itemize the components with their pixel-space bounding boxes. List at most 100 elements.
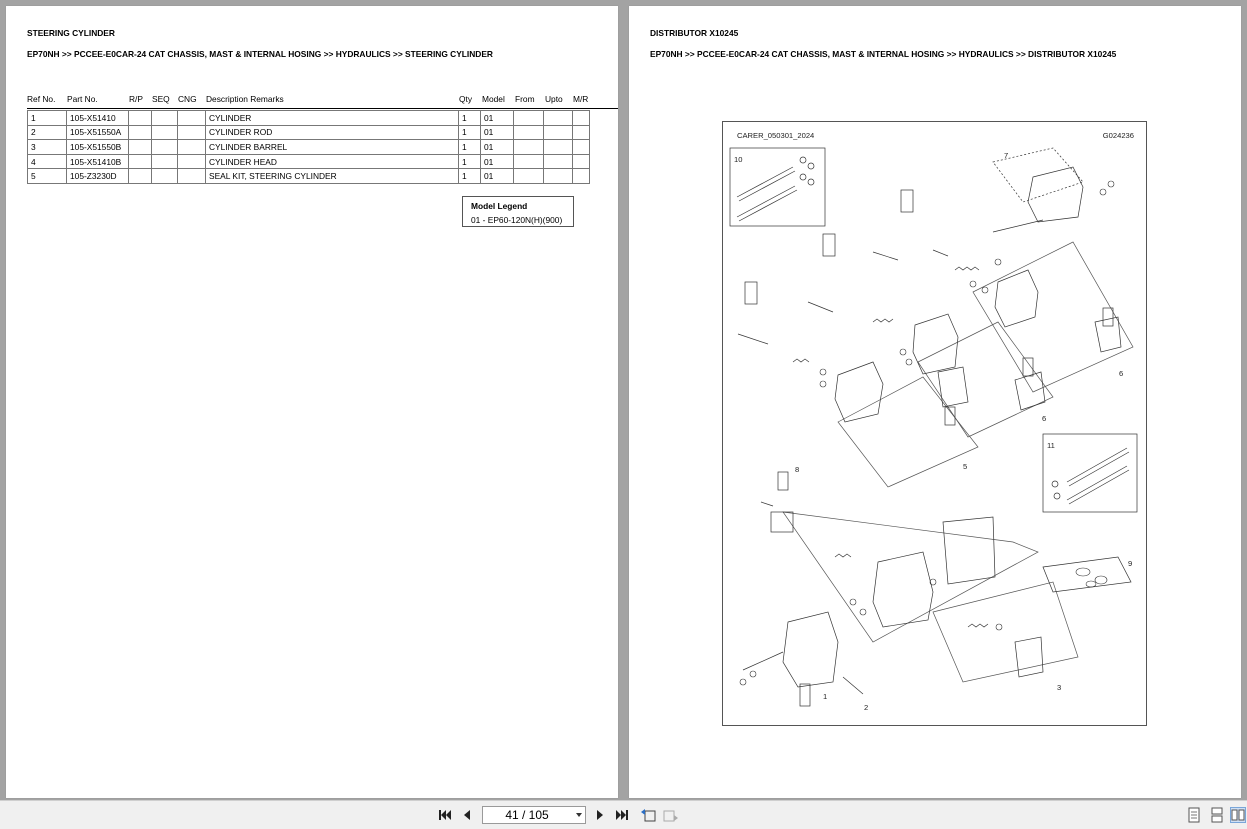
col-upto: Upto xyxy=(545,94,563,104)
cell-seq xyxy=(151,168,178,184)
col-qty: Qty xyxy=(459,94,473,104)
two-page-view-button[interactable] xyxy=(1230,807,1246,823)
exploded-diagram: CARER_050301_2024 G024236 xyxy=(722,121,1147,726)
prev-page-button[interactable] xyxy=(459,807,475,823)
callout-3: 3 xyxy=(1057,683,1062,692)
cell-desc: CYLINDER ROD xyxy=(205,124,459,141)
cell-qty: 1 xyxy=(458,153,481,170)
diagram-drawing-no: G024236 xyxy=(1102,131,1134,140)
cell-ref: 2 xyxy=(27,124,67,141)
viewer-toolbar: 41 / 105 xyxy=(0,800,1247,829)
cell-qty: 1 xyxy=(458,168,481,184)
col-model: Model xyxy=(482,94,505,104)
page-number-field[interactable]: 41 / 105 xyxy=(482,806,586,824)
forward-view-icon xyxy=(663,810,678,822)
cell-from xyxy=(513,153,544,170)
cell-qty: 1 xyxy=(458,110,481,126)
cell-ref: 3 xyxy=(27,139,67,155)
cell-desc: CYLINDER xyxy=(205,110,459,126)
cell-part: 105-X51410B xyxy=(66,153,129,170)
cell-mr xyxy=(572,153,590,170)
cell-cng xyxy=(177,110,206,126)
callout-10: 10 xyxy=(734,155,743,164)
cell-cng xyxy=(177,168,206,184)
cell-ref: 5 xyxy=(27,168,67,184)
cell-rp xyxy=(128,168,152,184)
model-legend: Model Legend 01 - EP60-120N(H)(900) xyxy=(462,196,574,227)
callout-6b: 6 xyxy=(1042,414,1047,423)
right-page: DISTRIBUTOR X10245 EP70NH >> PCCEE-E0CAR… xyxy=(629,6,1241,798)
breadcrumb: EP70NH >> PCCEE-E0CAR-24 CAT CHASSIS, MA… xyxy=(650,49,1117,59)
cell-mr xyxy=(572,110,590,126)
cell-upto xyxy=(543,168,573,184)
col-seq: SEQ xyxy=(152,94,170,104)
callout-9: 9 xyxy=(1128,559,1133,568)
col-part: Part No. xyxy=(67,94,98,104)
cell-model: 01 xyxy=(480,168,514,184)
cell-mr xyxy=(572,139,590,155)
callout-7: 7 xyxy=(1004,151,1009,160)
continuous-view-button[interactable] xyxy=(1209,807,1225,823)
diagram-drawing xyxy=(729,147,1138,707)
continuous-page-icon xyxy=(1211,807,1223,823)
cell-part: 105-X51550B xyxy=(66,139,129,155)
callout-8: 8 xyxy=(795,465,800,474)
cell-rp xyxy=(128,110,152,126)
cell-cng xyxy=(177,139,206,155)
cell-from xyxy=(513,139,544,155)
table-header: Ref No. Part No. R/P SEQ CNG Description… xyxy=(6,94,618,110)
cell-model: 01 xyxy=(480,124,514,141)
next-page-icon xyxy=(597,810,603,820)
cell-qty: 1 xyxy=(458,124,481,141)
last-page-icon xyxy=(616,810,628,820)
callout-1: 1 xyxy=(823,692,828,701)
col-mr: M/R xyxy=(573,94,589,104)
single-page-icon xyxy=(1188,807,1200,823)
col-ref: Ref No. xyxy=(27,94,56,104)
cell-upto xyxy=(543,110,573,126)
header-rule xyxy=(27,108,618,109)
inset-box-11 xyxy=(1042,433,1138,513)
page-title: DISTRIBUTOR X10245 xyxy=(650,28,739,38)
callout-11: 11 xyxy=(1047,441,1055,450)
two-page-icon xyxy=(1231,809,1245,821)
cell-model: 01 xyxy=(480,110,514,126)
cell-part: 105-X51410 xyxy=(66,110,129,126)
cell-cng xyxy=(177,153,206,170)
col-cng: CNG xyxy=(178,94,197,104)
callout-2: 2 xyxy=(864,703,869,712)
cell-ref: 1 xyxy=(27,110,67,126)
cell-part: 105-Z3230D xyxy=(66,168,129,184)
cell-upto xyxy=(543,124,573,141)
diagram-ref-code: CARER_050301_2024 xyxy=(737,131,815,140)
prev-page-icon xyxy=(464,810,470,820)
single-page-view-button[interactable] xyxy=(1186,807,1202,823)
cell-ref: 4 xyxy=(27,153,67,170)
dropdown-arrow-icon[interactable] xyxy=(576,813,582,817)
col-rp: R/P xyxy=(129,94,143,104)
back-view-button[interactable] xyxy=(640,807,656,823)
cell-model: 01 xyxy=(480,153,514,170)
cell-mr xyxy=(572,168,590,184)
callout-5: 5 xyxy=(963,462,968,471)
forward-view-button[interactable] xyxy=(663,807,679,823)
page-title: STEERING CYLINDER xyxy=(27,28,115,38)
legend-title: Model Legend xyxy=(471,201,528,211)
cell-upto xyxy=(543,153,573,170)
cell-rp xyxy=(128,124,152,141)
next-page-button[interactable] xyxy=(592,807,608,823)
cell-desc: CYLINDER BARREL xyxy=(205,139,459,155)
first-page-button[interactable] xyxy=(437,807,453,823)
breadcrumb: EP70NH >> PCCEE-E0CAR-24 CAT CHASSIS, MA… xyxy=(27,49,493,59)
last-page-button[interactable] xyxy=(614,807,630,823)
page-indicator: 41 / 105 xyxy=(505,808,549,822)
legend-value: 01 - EP60-120N(H)(900) xyxy=(471,215,563,225)
cell-desc: CYLINDER HEAD xyxy=(205,153,459,170)
cell-seq xyxy=(151,153,178,170)
cell-seq xyxy=(151,124,178,141)
cell-part: 105-X51550A xyxy=(66,124,129,141)
